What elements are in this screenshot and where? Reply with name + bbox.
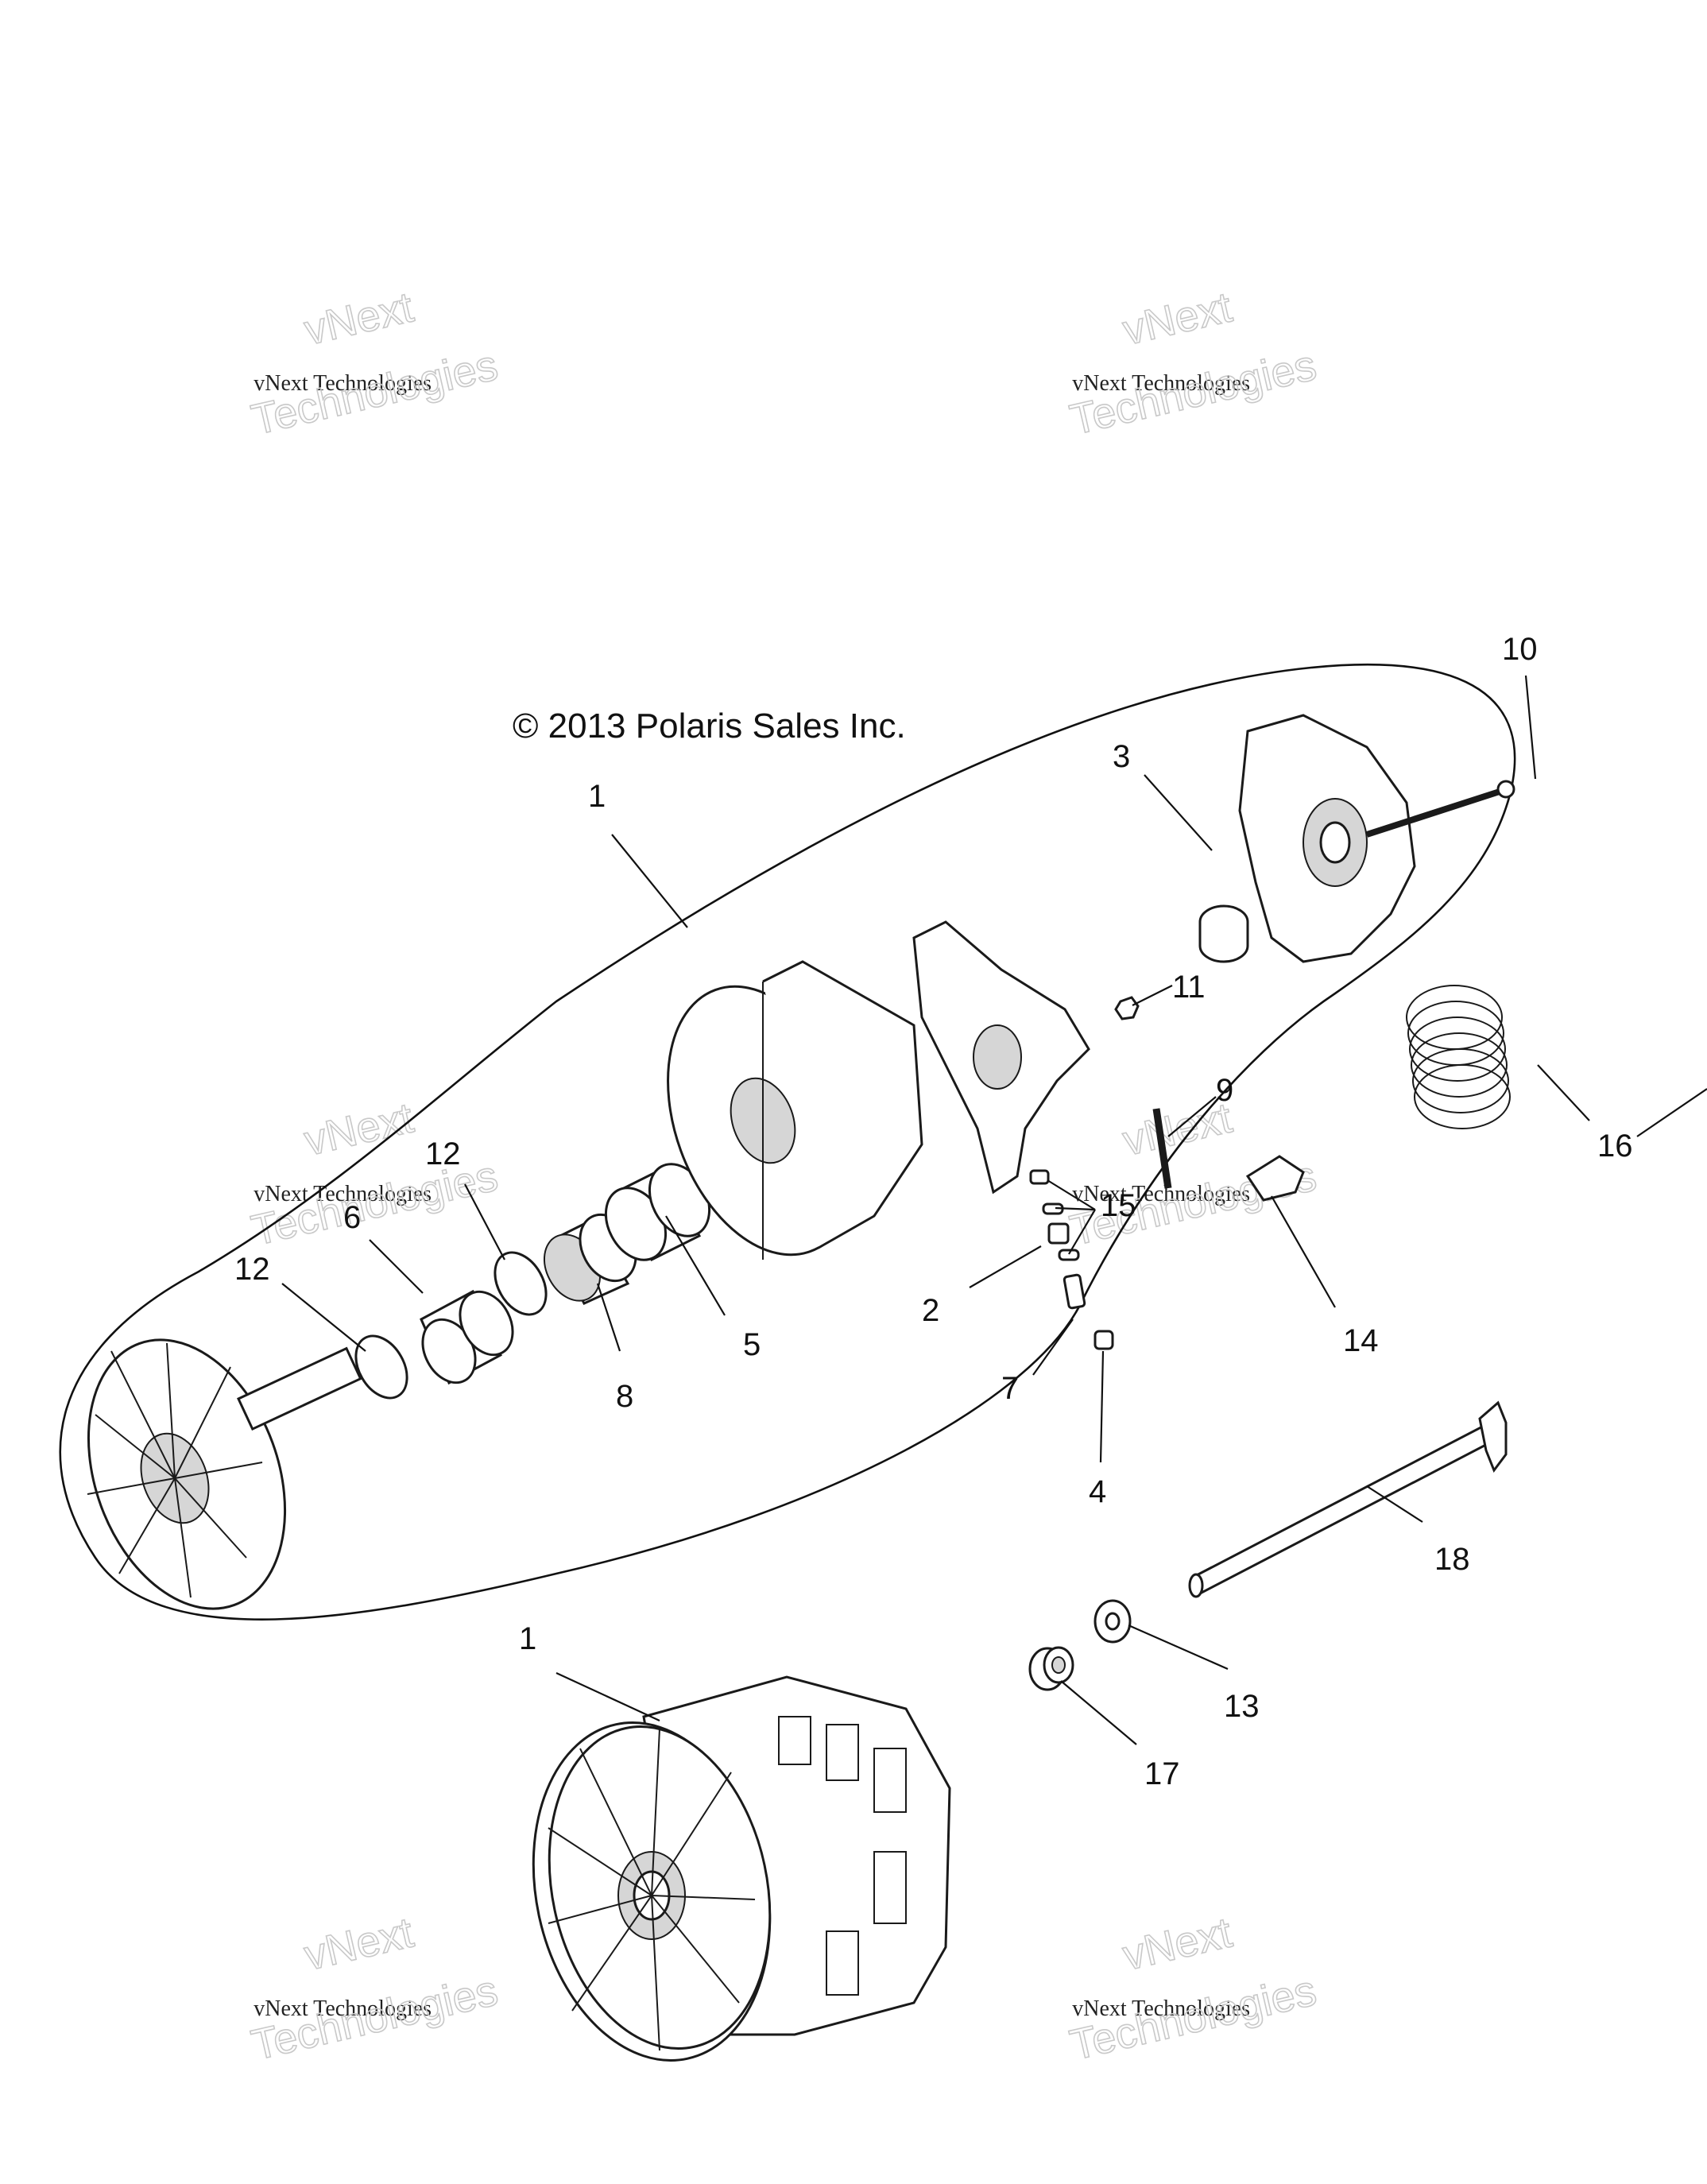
- part-cover: [1238, 714, 1416, 963]
- svg-text:Technologies: Technologies: [247, 1966, 502, 2069]
- svg-text:vNext: vNext: [1118, 1908, 1236, 1980]
- callout-12-middle: 12: [425, 1137, 461, 1171]
- callout-17: 17: [1144, 1756, 1180, 1791]
- svg-text:Technologies: Technologies: [247, 1152, 502, 1254]
- callout-3: 3: [1113, 739, 1130, 774]
- part-moveable-sheave: [667, 960, 923, 1260]
- part-bushing-3: [1198, 904, 1249, 963]
- callout-18: 18: [1434, 1542, 1470, 1577]
- part-15-a: [1029, 1169, 1050, 1185]
- svg-text:vNext Technologies: vNext Technologies: [254, 1182, 432, 1206]
- svg-text:Technologies: Technologies: [1066, 1966, 1321, 2069]
- svg-text:Technologies: Technologies: [247, 341, 502, 443]
- callout-1-top: 1: [588, 779, 606, 814]
- callout-11: 11: [1172, 970, 1206, 1005]
- part-clutch-assembly: [532, 1675, 951, 2062]
- svg-text:vNext: vNext: [1118, 283, 1236, 354]
- part-pin-9: [1152, 1108, 1172, 1189]
- part-spider: [912, 920, 1090, 1195]
- assembly-outline: [59, 663, 1516, 1621]
- callout-2: 2: [922, 1293, 939, 1328]
- part-fixed-sheave: [87, 1338, 362, 1610]
- part-weight-14: [1245, 1155, 1305, 1202]
- svg-text:vNext Technologies: vNext Technologies: [1072, 371, 1250, 396]
- watermark-bottom-left: vNext vNext Technologies Technologies: [246, 1908, 502, 2070]
- part-bushing-17: [1028, 1646, 1074, 1691]
- part-bolt-18: [1188, 1400, 1508, 1598]
- part-bushing-6: [420, 1289, 514, 1385]
- callout-5: 5: [743, 1327, 761, 1362]
- watermark-mid-left: vNext vNext Technologies Technologies: [246, 1094, 502, 1256]
- part-spring-16: [1406, 985, 1511, 1129]
- callout-10: 10: [1502, 632, 1538, 667]
- callout-13: 13: [1224, 1689, 1260, 1724]
- part-2-roller: [1047, 1222, 1070, 1245]
- part-7-pin: [1063, 1273, 1086, 1310]
- callout-7: 7: [1001, 1371, 1019, 1406]
- part-ring-12a: [354, 1334, 408, 1400]
- svg-text:vNext: vNext: [300, 283, 417, 354]
- callout-14: 14: [1343, 1323, 1379, 1358]
- leader-lines: [281, 675, 1707, 1745]
- callout-8: 8: [616, 1379, 633, 1414]
- svg-text:vNext Technologies: vNext Technologies: [1072, 1182, 1250, 1206]
- part-ring-12b: [494, 1251, 548, 1316]
- part-nut-11: [1114, 996, 1140, 1020]
- svg-text:Technologies: Technologies: [1066, 341, 1321, 443]
- callout-1-bottom: 1: [519, 1621, 536, 1656]
- part-4-bushing: [1093, 1330, 1114, 1350]
- callout-12-left: 12: [234, 1252, 270, 1287]
- svg-text:vNext: vNext: [300, 1908, 417, 1980]
- watermark-top-right: vNext vNext Technologies Technologies: [1065, 283, 1321, 445]
- callout-15: 15: [1101, 1188, 1136, 1223]
- callout-9: 9: [1216, 1073, 1233, 1108]
- copyright-text: © 2013 Polaris Sales Inc.: [513, 707, 906, 745]
- svg-text:vNext Technologies: vNext Technologies: [254, 1996, 432, 2021]
- part-15-c: [1058, 1249, 1080, 1261]
- callout-4: 4: [1089, 1474, 1106, 1509]
- callout-16: 16: [1597, 1129, 1633, 1164]
- watermark-bottom-right: vNext vNext Technologies Technologies: [1065, 1908, 1321, 2070]
- svg-text:vNext Technologies: vNext Technologies: [254, 371, 432, 396]
- callout-6: 6: [343, 1200, 361, 1235]
- part-washer-13: [1093, 1599, 1132, 1644]
- svg-text:vNext Technologies: vNext Technologies: [1072, 1996, 1250, 2021]
- watermark-top-left: vNext vNext Technologies Technologies: [246, 283, 502, 445]
- part-bolt-10: [1365, 780, 1515, 838]
